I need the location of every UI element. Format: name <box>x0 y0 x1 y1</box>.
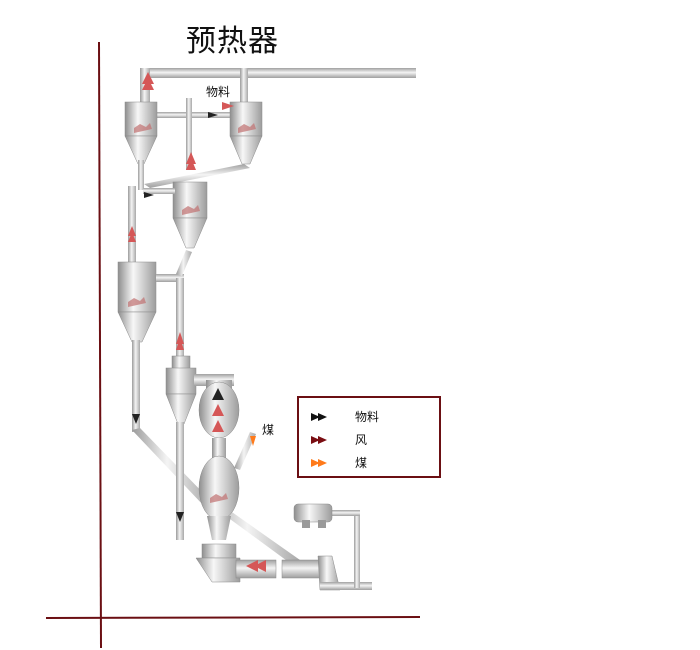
cyclone-4 <box>117 261 157 343</box>
horizontal-axis-line <box>45 616 421 619</box>
vertical-axis-line <box>98 41 102 649</box>
material-label: 物料 <box>206 85 230 99</box>
cyclone5-outlet <box>176 422 184 540</box>
cyclone-5 <box>165 355 197 425</box>
coal-arrow-icon <box>311 459 327 467</box>
legend-item-material: 物料 <box>299 406 439 428</box>
rotary-kiln-right <box>281 559 325 579</box>
wind-arrows <box>128 72 266 572</box>
coal-pipe <box>234 432 256 470</box>
legend-item-coal: 煤 <box>299 452 439 474</box>
cyclone4-inlet <box>156 274 184 282</box>
cyclone4-outlet <box>132 340 140 432</box>
diagonal-down-pipe <box>132 428 210 506</box>
legend-label-coal: 煤 <box>355 456 368 470</box>
center-riser <box>186 98 192 170</box>
cyclone3-inlet <box>143 188 175 194</box>
tertiary-air-riser <box>354 512 360 588</box>
tertiary-air-duct <box>330 510 360 516</box>
top-right-riser <box>240 68 248 104</box>
calciner-riser <box>176 278 184 358</box>
cyclone-3 <box>172 181 208 249</box>
cyclone3-outlet <box>176 250 192 276</box>
legend-item-wind: 风 <box>299 429 439 451</box>
left-riser <box>128 186 136 264</box>
coal-arrow <box>250 436 256 446</box>
kiln-hood <box>317 555 372 591</box>
page-title: 预热器 <box>186 24 279 59</box>
coal-label: 煤 <box>262 423 274 437</box>
cyclone-2 <box>229 101 263 165</box>
material-arrows <box>132 112 224 522</box>
material-arrow-icon <box>311 413 327 421</box>
legend-label-material: 物料 <box>355 410 380 424</box>
kiln-inlet <box>195 543 241 583</box>
top-wind-arrow <box>222 102 234 110</box>
wind-arrow-icon <box>311 436 327 444</box>
legend-label-wind: 风 <box>355 433 368 447</box>
diagonal-pipe-1 <box>144 164 250 188</box>
fan-unit <box>293 503 333 528</box>
legend: 物料 风 煤 <box>297 396 441 478</box>
top-duct <box>140 68 416 78</box>
cyclone-1 <box>124 101 158 165</box>
cyclone1-outlet <box>138 160 144 190</box>
